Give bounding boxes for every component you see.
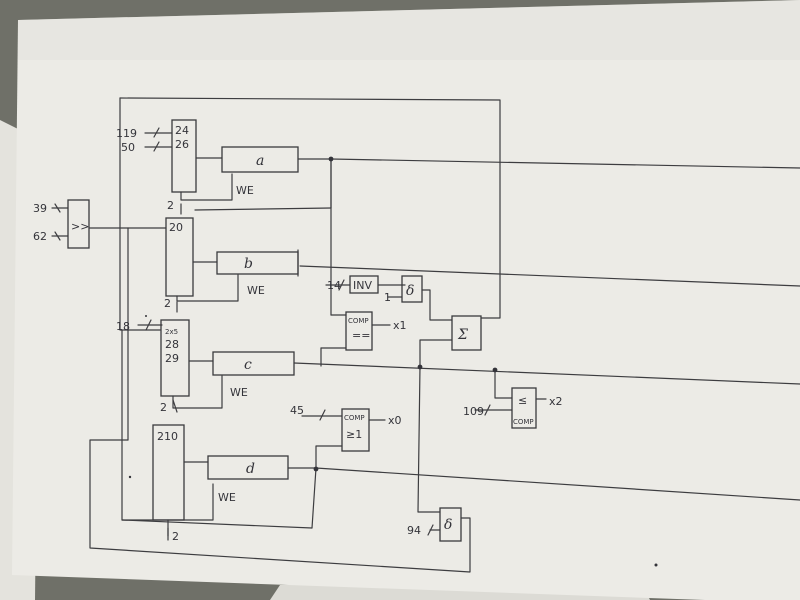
delta-block-top	[401, 275, 423, 303]
junction-dot-3	[492, 367, 498, 373]
mux-d-dot	[128, 475, 132, 479]
label-input-39: 39	[33, 202, 47, 215]
label-input-62: 62	[33, 230, 47, 243]
label-x1: x1	[393, 319, 407, 332]
mux-a-input-24: 24	[175, 124, 189, 137]
mux-c-input-28: 28	[165, 338, 179, 351]
shift-label: >>	[71, 220, 89, 233]
label-x2: x2	[549, 395, 563, 408]
comparator-eq-top: COMP	[348, 317, 369, 325]
comparator-le	[511, 387, 537, 429]
stray-mark-2	[145, 315, 147, 317]
label-input-94: 94	[407, 524, 421, 537]
label-x0: x0	[388, 414, 402, 427]
mux-d	[152, 424, 185, 521]
register-c	[212, 351, 295, 376]
register-c-label: c	[244, 357, 252, 373]
comparator-eq	[345, 311, 373, 351]
mux-b	[165, 217, 194, 297]
junction-dot-2	[417, 364, 423, 370]
label-input-14: 14	[327, 279, 341, 292]
mux-a-input-26: 26	[175, 138, 189, 151]
register-c-we: WE	[230, 386, 248, 399]
delta-bottom-label: δ	[444, 517, 452, 533]
adder-sigma	[451, 315, 482, 351]
register-d-label: d	[246, 461, 255, 477]
comparator-ge-op: ≥1	[346, 428, 362, 441]
register-a-label: a	[256, 153, 264, 169]
register-b-we: WE	[247, 284, 265, 297]
junction-dot-1	[328, 156, 334, 162]
paper-sheet	[12, 0, 800, 600]
comparator-ge	[341, 408, 370, 452]
mux-a-select: 2	[167, 199, 174, 212]
paper-shadow	[18, 0, 800, 60]
register-a-we: WE	[236, 184, 254, 197]
mux-b-select: 2	[164, 297, 171, 310]
register-b	[216, 251, 299, 275]
shift-block	[67, 199, 90, 249]
input-arrows	[54, 127, 491, 541]
input-labels: 119 50 39 62 18 14 45 109 94	[33, 127, 484, 537]
comparator-le-bottom: COMP	[513, 418, 534, 426]
comparator-ge-top: COMP	[344, 414, 365, 422]
label-input-45: 45	[290, 404, 304, 417]
mux-d-input-210: 210	[157, 430, 178, 443]
comparator-eq-op: ==	[352, 329, 370, 342]
mux-b-input-20: 20	[169, 221, 183, 234]
junction-dot-4	[313, 466, 319, 472]
inverter	[349, 275, 379, 294]
register-d-we: WE	[218, 491, 236, 504]
mux-a	[171, 119, 197, 193]
mux-c	[160, 319, 190, 397]
inverter-one-label: 1	[384, 291, 391, 304]
mux-c-select: 2	[160, 401, 167, 414]
comparator-le-op: ≤	[518, 394, 527, 407]
mux-c-input-2x5: 2x5	[165, 328, 178, 336]
label-input-50: 50	[121, 141, 135, 154]
adder-sigma-label: Σ	[457, 327, 468, 343]
delta-block-bottom	[439, 507, 462, 542]
label-input-18: 18	[116, 320, 130, 333]
label-input-119: 119	[116, 127, 137, 140]
inverter-label: INV	[353, 279, 372, 292]
mux-d-select: 2	[172, 530, 179, 543]
stray-mark	[654, 563, 658, 567]
delta-top-label: δ	[406, 283, 414, 299]
label-input-109: 109	[463, 405, 484, 418]
register-a	[221, 146, 299, 173]
register-d	[207, 455, 289, 480]
register-b-label: b	[244, 256, 253, 272]
mux-c-input-29: 29	[165, 352, 179, 365]
